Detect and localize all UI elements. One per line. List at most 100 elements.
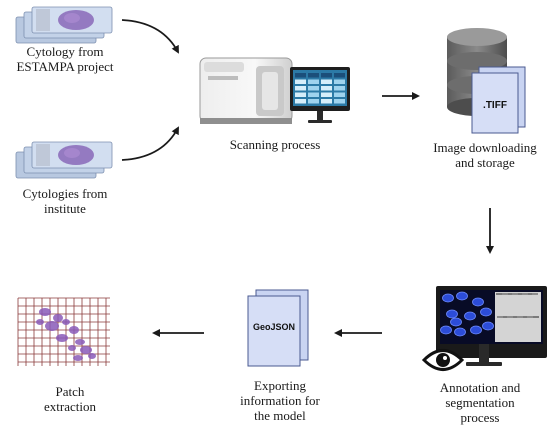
cell-mark [464, 311, 476, 321]
screen-cell [321, 86, 332, 91]
screen-cell [295, 92, 306, 97]
caption-patch: Patch extraction [20, 384, 120, 414]
screen-cell [308, 92, 319, 97]
caption-exporting: Exporting information for the model [220, 378, 340, 423]
speckle-dot [526, 293, 528, 295]
screen-cell [308, 79, 319, 84]
speckle-dot [503, 316, 505, 318]
grid-icon [17, 297, 110, 366]
caption-cytology-institute: Cytologies from institute [0, 186, 130, 216]
arrow-institute-to-scanner [121, 126, 179, 161]
document-icon-tiff: .TIFF [471, 66, 526, 134]
caption-line: Cytology from [26, 44, 104, 59]
speckle-dot [514, 293, 516, 295]
cell-cluster [80, 346, 92, 354]
cell-cluster [88, 353, 96, 359]
cell-cluster [62, 319, 70, 325]
cell-cluster [45, 321, 59, 331]
monitor-icon-scanning [290, 67, 350, 123]
speckle-dot [531, 316, 533, 318]
speckle-dot [521, 316, 523, 318]
cell-cluster [75, 339, 85, 345]
screen-cell [295, 86, 306, 91]
screen-cell [321, 92, 332, 97]
speckle-dot [516, 293, 518, 295]
caption-scanning: Scanning process [200, 137, 350, 152]
speckle-dot [504, 293, 506, 295]
speckle-dot [537, 316, 539, 318]
speckle-dot [519, 316, 521, 318]
speckle-dot [513, 316, 515, 318]
speckle-dot [522, 293, 524, 295]
screen-cell [334, 86, 345, 91]
speckle-dot [498, 293, 500, 295]
cell-cluster [39, 308, 51, 316]
screen-cell [334, 79, 345, 84]
document-icon-geojson: GeoJSON [247, 289, 309, 367]
geojson-file-label: GeoJSON [253, 322, 295, 332]
cell-mark [472, 297, 484, 307]
screen-cell [295, 99, 306, 104]
monitor-icon-annotation [436, 286, 547, 366]
speckle-dot [507, 316, 509, 318]
screen-cell [308, 73, 319, 78]
cell-mark [454, 327, 466, 337]
speckle-dot [535, 316, 537, 318]
speckle-dot [532, 293, 534, 295]
speckle-dot [529, 316, 531, 318]
caption-line: process [460, 410, 500, 425]
screen-cell [295, 73, 306, 78]
cell-cluster [73, 355, 83, 361]
caption-line: ESTAMPA project [16, 59, 114, 74]
cell-mark [470, 325, 482, 335]
caption-annotation: Annotation and segmentation process [415, 380, 545, 425]
speckle-dot [536, 293, 538, 295]
speckle-dot [511, 316, 513, 318]
screen-cell [334, 99, 345, 104]
speckle-dot [525, 316, 527, 318]
cell-cluster [53, 314, 63, 322]
speckle-dot [533, 316, 535, 318]
speckle-dot [512, 293, 514, 295]
caption-line: institute [44, 201, 86, 216]
caption-storage: Image downloading and storage [420, 140, 550, 170]
speckle-dot [506, 293, 508, 295]
caption-cytology-estampa: Cytology from ESTAMPA project [0, 44, 130, 74]
caption-line: information for [240, 393, 320, 408]
caption-line: and storage [455, 155, 515, 170]
cell-mark [456, 291, 468, 301]
speckle-dot [520, 293, 522, 295]
slides-icon-estampa [15, 6, 113, 44]
screen-cell [334, 92, 345, 97]
speckle-dot [496, 293, 498, 295]
speckle-dot [509, 316, 511, 318]
speckle-dot [524, 293, 526, 295]
cell-mark [442, 293, 454, 303]
caption-line: Image downloading [433, 140, 537, 155]
caption-line: Annotation and [439, 380, 521, 395]
cell-cluster [36, 319, 44, 325]
cell-mark [482, 321, 494, 331]
speckle-dot [500, 293, 502, 295]
cell-cluster [68, 345, 76, 351]
speckle-dot [508, 293, 510, 295]
cell-cluster [69, 326, 79, 334]
scanner-icon [199, 57, 293, 124]
caption-line: extraction [44, 399, 96, 414]
speckle-dot [505, 316, 507, 318]
eye-icon [421, 349, 465, 371]
caption-line: Scanning process [229, 137, 321, 152]
screen-cell [321, 73, 332, 78]
speckle-dot [518, 293, 520, 295]
speckle-dot [528, 293, 530, 295]
screen-cell [308, 86, 319, 91]
cell-mark [440, 325, 452, 335]
caption-line: the model [254, 408, 306, 423]
speckle-dot [497, 316, 499, 318]
screen-cell [321, 79, 332, 84]
cell-mark [446, 309, 458, 319]
tiff-file-label: .TIFF [483, 100, 507, 111]
speckle-dot [530, 293, 532, 295]
screen-cell [295, 79, 306, 84]
speckle-dot [527, 316, 529, 318]
